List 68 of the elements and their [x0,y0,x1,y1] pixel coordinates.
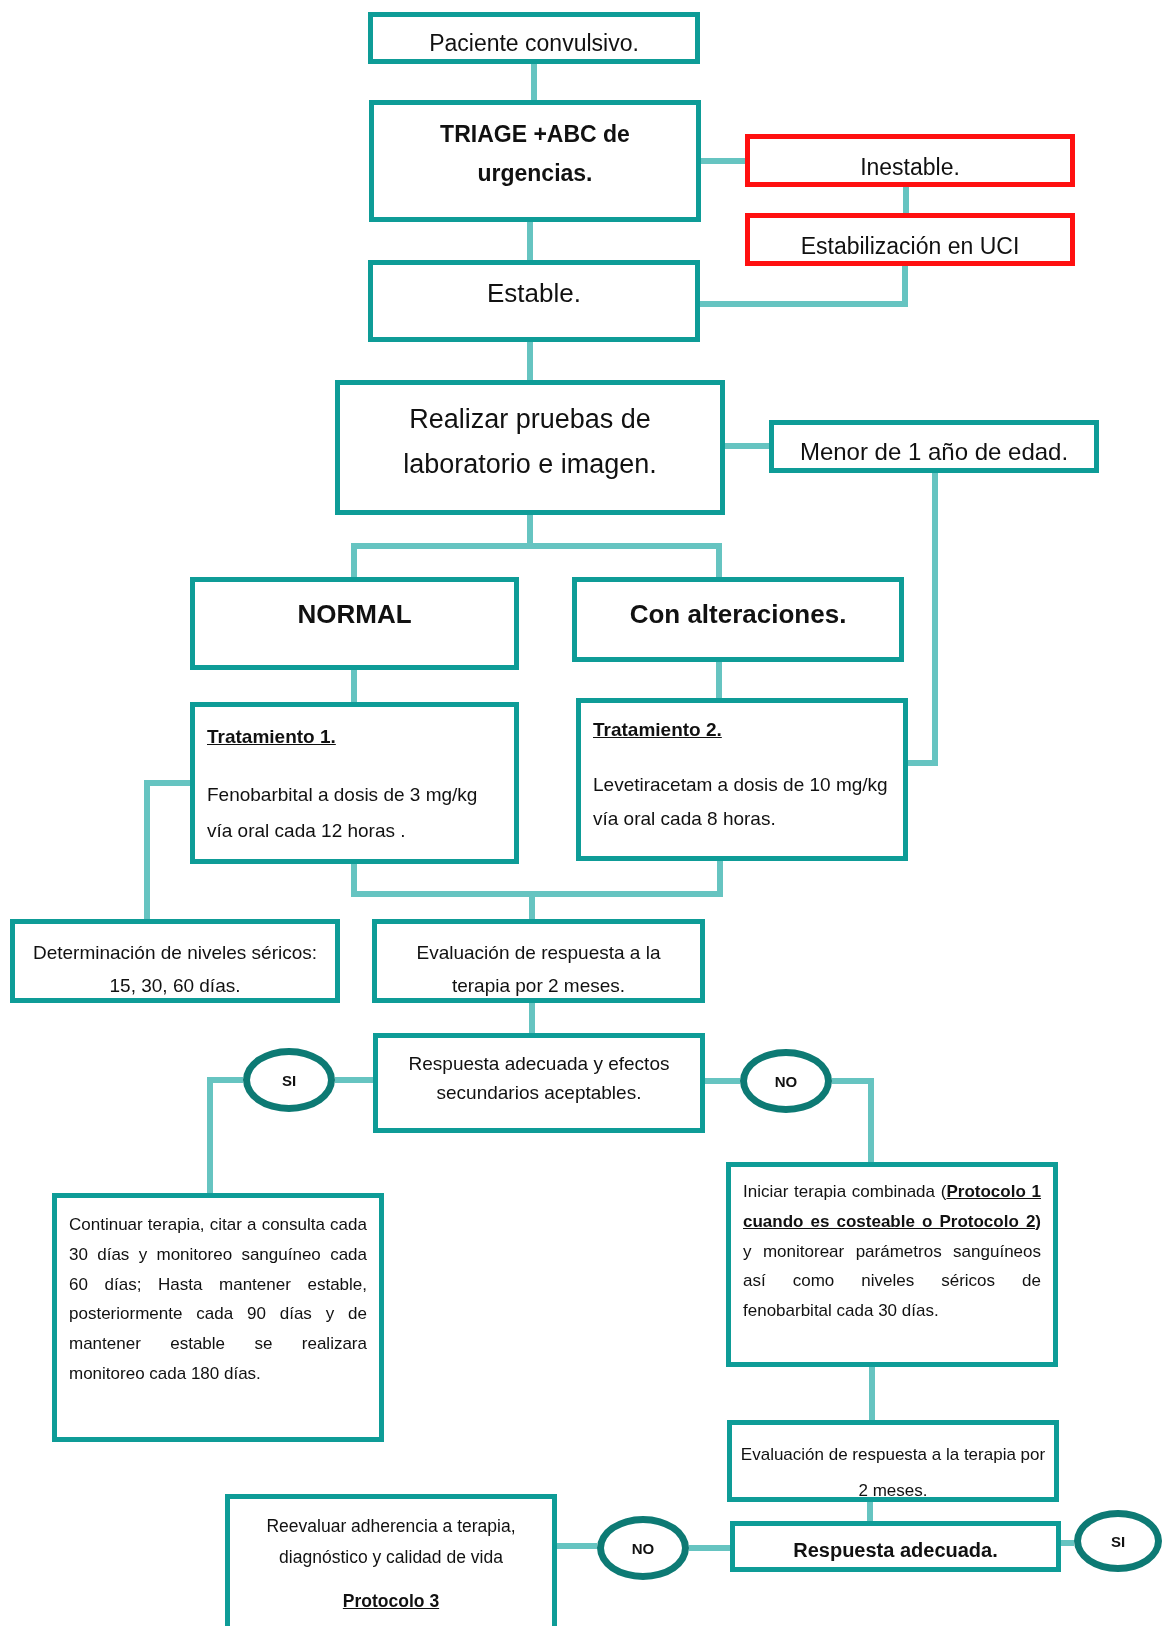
process-box [368,12,700,64]
box-heading: Tratamiento 2. [593,718,723,742]
connector-line [335,1077,373,1083]
process-box [369,100,701,222]
connector-line [557,1543,597,1549]
connector-line [144,780,190,919]
connector-line [705,1078,740,1084]
process-box [745,134,1075,187]
connector-line [700,266,908,307]
connector-line [529,1003,535,1033]
box-text: Estabilización en UCI [800,232,1020,261]
box-text: Inestable. [860,153,960,182]
box-text: Reevaluar adherencia a terapia, diagnóstico y calidad de vida [265,1515,517,1569]
connector-line [908,473,938,766]
connector-line [701,158,745,164]
process-box [572,577,904,662]
connector-line [716,662,722,698]
connector-line [689,1545,730,1551]
box-text: Evaluación de respuesta a la terapia por 2 meses. [740,1444,1046,1502]
connector-line [867,1502,873,1521]
connector-line [903,187,909,213]
connector-line [529,861,723,919]
process-box [10,919,340,1003]
connector-line [527,515,722,577]
box-text: TRIAGE +ABC de urgencias. [439,120,631,189]
box-text: Respuesta adecuada y efectos secundarios aceptables. [407,1052,671,1105]
box-text: SI [1110,1531,1126,1552]
box-text: Respuesta adecuada. [793,1538,998,1563]
box-text: Continuar terapia, citar a consulta cada 30 días y monitoreo sanguíneo cada 60 días; Hasta mantener estable, posteriormente cada 90 días y de mantener estable se realizara monitoreo cada 180 días. [69,1214,367,1385]
box-text: Iniciar terapia combinada (Protocolo 1 cuando es costeable o Protocolo 2) y monitorear parámetros sanguíneos así como niveles séricos de fenobarbital cada 30 días. [743,1181,1041,1322]
process-box [368,260,700,342]
process-box [225,1494,557,1626]
box-text: Determinación de niveles séricos: 15, 30, 60 días. [31,941,319,999]
connector-line [207,1077,243,1193]
connector-line [351,670,357,702]
connector-line [869,1367,875,1420]
connector-line [832,1078,874,1162]
process-box [190,702,519,864]
box-text: Evaluación de respuesta a la terapia por 2 meses. [415,941,662,999]
box-text: Con alteraciones. [629,598,847,631]
process-box [727,1420,1059,1502]
box-text: NO [631,1538,655,1559]
process-box [726,1162,1058,1367]
box-text: Menor de 1 año de edad. [799,437,1069,467]
connector-line [1061,1540,1074,1546]
process-box [52,1193,384,1442]
box-text: Realizar pruebas de laboratorio e imagen. [402,403,658,481]
connector-line [527,342,533,380]
box-text: Levetiracetam a dosis de 10 mg/kg vía oral cada 8 horas. [593,773,889,831]
connector-line [527,222,533,260]
box-heading: Tratamiento 1. [207,725,337,749]
box-text: SI [281,1070,297,1091]
box-text: Paciente convulsivo. [429,29,639,58]
box-text: Fenobarbital a dosis de 3 mg/kg vía oral cada 12 horas . [207,783,479,844]
process-box [190,577,519,670]
process-box [745,213,1075,266]
box-text: NO [774,1071,798,1092]
process-box [373,1033,705,1133]
process-box [576,698,908,861]
process-box [730,1521,1061,1572]
process-box [372,919,705,1003]
connector-line [725,443,769,449]
process-box [335,380,725,515]
connector-line [531,64,537,100]
box-heading: Protocolo 3 [342,1590,440,1614]
box-text: Estable. [487,277,581,310]
box-text: NORMAL [297,598,412,631]
process-box [769,420,1099,473]
